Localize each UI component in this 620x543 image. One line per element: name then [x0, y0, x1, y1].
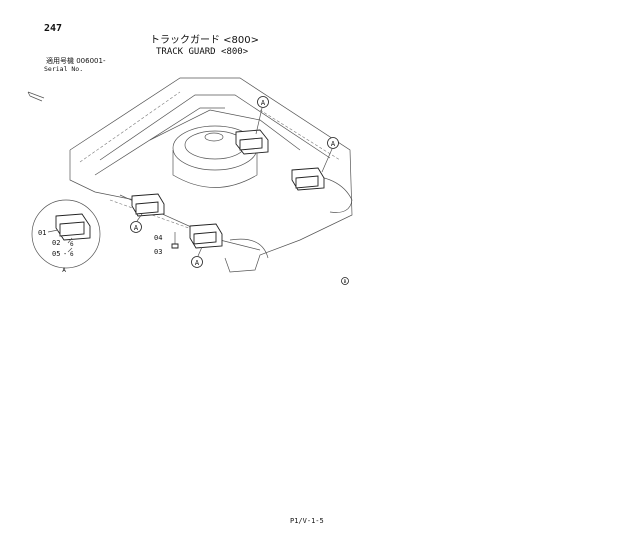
part-label-01: 01	[38, 229, 46, 237]
page-number: 247	[44, 23, 63, 34]
qty-mark: 6	[70, 241, 74, 248]
direction-marker-icon	[27, 91, 45, 102]
part-label-04: 04	[154, 234, 162, 242]
undercarriage-frame	[69, 77, 353, 273]
svg-text:A: A	[261, 99, 266, 107]
part-label-separator: -	[63, 250, 67, 258]
page-title-japanese: トラックガード <800>	[150, 35, 260, 46]
track-guard-part	[235, 129, 269, 155]
svg-text:A: A	[331, 140, 336, 148]
bolt-icon	[171, 232, 179, 249]
footer-page-code: P1/V-1-5	[290, 517, 324, 525]
serial-label-japanese: 適用号機 006001-	[46, 57, 106, 65]
part-label-02: 02	[52, 239, 60, 247]
callout-a: A	[321, 137, 339, 173]
track-guard-part	[131, 193, 165, 217]
track-guard-part	[291, 167, 325, 191]
track-guard-part	[189, 223, 223, 249]
callout-a: A	[191, 246, 203, 268]
svg-text:B: B	[344, 279, 347, 285]
page-title-english: TRACK GUARD <800>	[156, 47, 249, 57]
corner-mark-icon: B	[341, 277, 349, 285]
callout-a: A	[130, 213, 143, 233]
part-label-05: 05	[52, 250, 60, 258]
serial-label-english: Serial No.	[44, 65, 84, 73]
detail-view-a: 01 02 6 05 - 6 A	[31, 199, 101, 274]
callout-a: A	[255, 96, 269, 135]
detail-label-a: A	[62, 267, 66, 274]
part-label-03: 03	[154, 248, 162, 256]
svg-text:A: A	[195, 259, 200, 267]
svg-text:A: A	[134, 224, 139, 232]
qty-mark: 6	[70, 251, 74, 258]
